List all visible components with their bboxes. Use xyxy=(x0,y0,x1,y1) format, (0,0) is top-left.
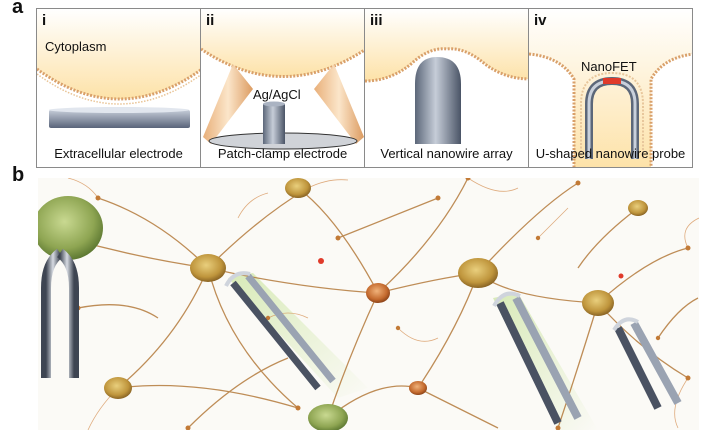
neuron-soma xyxy=(458,258,498,288)
caption-u-shaped: U-shaped nanowire probe xyxy=(535,146,686,161)
neuron-soma xyxy=(308,404,348,430)
subpanel-u-shaped: iv NanoFET U-shaped nanowire probe xyxy=(528,8,693,168)
numeral-ii: ii xyxy=(206,12,215,29)
subpanel-patch-clamp: ii Ag/AgCl Patch-clamp electrode xyxy=(200,8,365,168)
electrode-plate-icon xyxy=(49,110,190,128)
numeral-iii: iii xyxy=(370,12,383,29)
neuron-soma xyxy=(582,290,614,316)
nanowire-pillar-icon xyxy=(415,57,461,144)
caption-vertical-nanowire: Vertical nanowire array xyxy=(380,146,513,161)
u-probe-left xyxy=(41,248,79,378)
cytoplasm-label: Cytoplasm xyxy=(45,39,107,54)
caption-patch-clamp: Patch-clamp electrode xyxy=(217,146,348,161)
neuron-soma xyxy=(366,283,390,303)
extracellular-illustration xyxy=(37,9,200,128)
neuron-network-illustration xyxy=(38,178,699,430)
neuron-soma xyxy=(38,196,103,260)
ag-agcl-electrode-icon xyxy=(263,104,285,144)
subpanel-extracellular: i Cytoplasm Extracellular electrode xyxy=(36,8,201,168)
caption-extracellular: Extracellular electrode xyxy=(54,146,183,161)
panel-b-label: b xyxy=(12,164,25,186)
ag-agcl-label: Ag/AgCl xyxy=(253,87,301,102)
neuron-soma xyxy=(285,178,311,198)
neuron-soma xyxy=(190,254,226,282)
numeral-i: i xyxy=(42,12,47,29)
u-shaped-illustration xyxy=(529,9,692,167)
nanofet-icon xyxy=(603,78,621,84)
patch-clamp-illustration xyxy=(201,9,364,150)
nanofet-label: NanoFET xyxy=(581,59,637,74)
neuron-soma xyxy=(104,377,132,399)
vertical-nanowire-illustration xyxy=(365,9,528,144)
numeral-iv: iv xyxy=(534,12,547,29)
neuron-soma xyxy=(409,381,427,395)
panel-a-label: a xyxy=(12,0,24,18)
u-probe-center xyxy=(224,271,336,391)
u-probe-right xyxy=(492,291,582,425)
pipette-left-icon xyxy=(203,64,253,144)
u-probe-far-right xyxy=(612,317,682,410)
pipette-right-icon xyxy=(314,64,364,144)
subpanel-vertical-nanowire: iii Vertical nanowire array xyxy=(364,8,529,168)
neuron-network-icon xyxy=(38,178,699,430)
neuron-soma xyxy=(628,200,648,216)
